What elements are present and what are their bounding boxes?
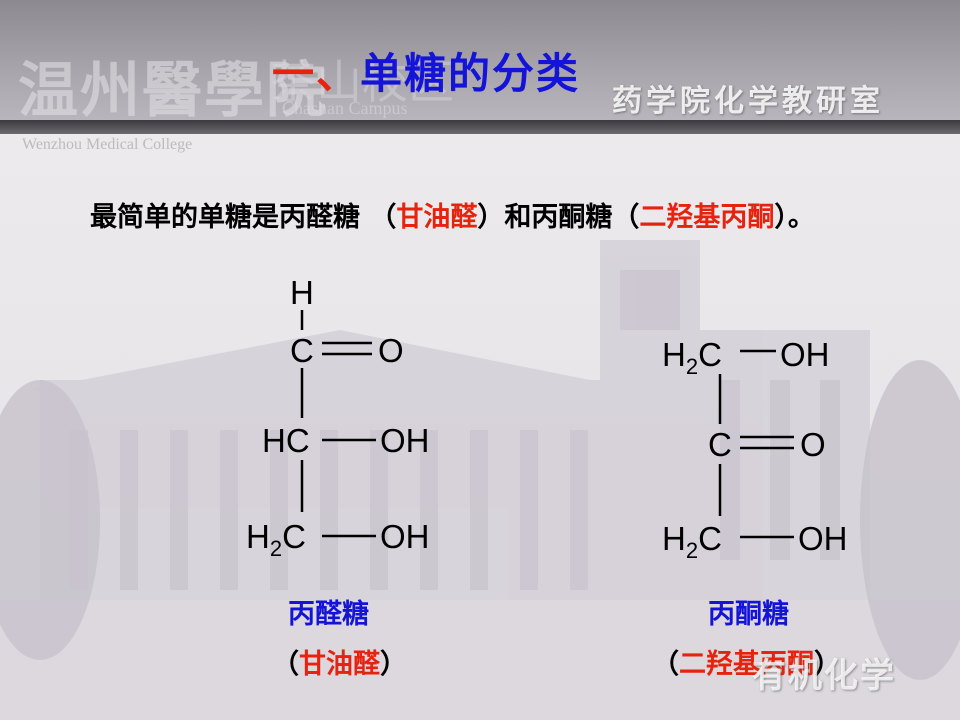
dihydroxyacetone-alt-term: 二羟基丙酮 (679, 649, 814, 680)
atom-oh2: OH (380, 518, 430, 555)
intro-paragraph: 最简单的单糖是丙醛糖 （甘油醛）和丙酮糖（二羟基丙酮）。 (90, 198, 930, 238)
dihydroxyacetone-structure: H2C OH C O H2C OH (662, 336, 848, 563)
intro-term-glyceraldehyde: 甘油醛 (396, 202, 478, 233)
atom-hc: HC (262, 422, 310, 459)
atom-oh1: OH (380, 422, 430, 459)
intro-part3: ）。 (774, 202, 815, 233)
college-logo-text: 温州醫學院 (18, 56, 328, 126)
atom-top-oh: OH (780, 336, 830, 373)
department-label: 药学院化学教研室 (612, 84, 884, 119)
atom-h: H (290, 274, 314, 311)
title-text: 单糖的分类 (360, 49, 581, 98)
atom-bot-h2c: H2C (662, 520, 722, 563)
course-watermark: 有机化学 (752, 656, 896, 696)
atom-bot-oh: OH (798, 520, 848, 557)
title-number: 一、 (272, 49, 361, 98)
atom-h2c: H2C (246, 518, 306, 561)
glyceraldehyde-name: 丙醛糖 (288, 599, 369, 630)
atom-mid-c: C (708, 426, 732, 463)
intro-term-dihydroxyacetone: 二羟基丙酮 (639, 202, 775, 233)
college-name-en: Wenzhou Medical College (22, 136, 193, 153)
intro-part2: ）和丙酮糖（ (477, 202, 640, 233)
slide-title: 一、单糖的分类 (272, 40, 580, 101)
glyceraldehyde-alt-name: （甘油醛） (272, 649, 407, 680)
glyceraldehyde-structure: H C O HC OH H2C OH (246, 274, 430, 561)
campus-name-cn: 茶山校区 (270, 55, 454, 109)
header-band (0, 0, 960, 120)
campus-name-en: Chashan Campus (282, 98, 408, 118)
atom-c1: C (290, 332, 314, 369)
dihydroxyacetone-alt-name: （二羟基丙酮） (652, 649, 841, 680)
header-divider (0, 120, 960, 134)
atom-top-h2c: H2C (662, 336, 722, 379)
dihydroxyacetone-name: 丙酮糖 (708, 599, 789, 630)
glyceraldehyde-alt-term: 甘油醛 (299, 649, 380, 680)
atom-mid-o: O (800, 426, 826, 463)
intro-part1: 最简单的单糖是丙醛糖 （ (90, 202, 397, 233)
atom-o1: O (378, 332, 404, 369)
